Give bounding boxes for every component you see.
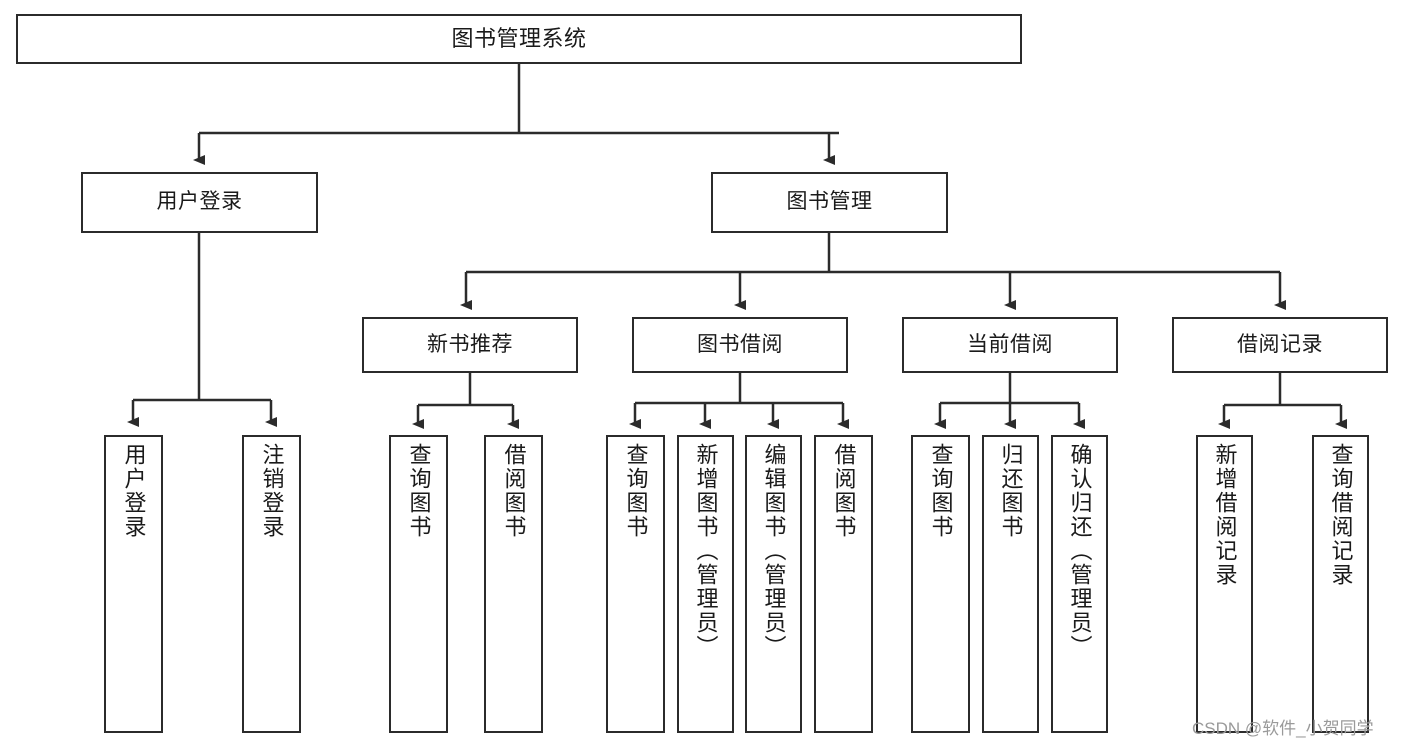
leaf-new-book-query-book[interactable]: 查询图书 bbox=[389, 435, 448, 733]
node-label: 图书管理 bbox=[786, 190, 873, 214]
node-label: 借阅图书 bbox=[831, 443, 857, 539]
node-borrow-record[interactable]: 借阅记录 bbox=[1172, 317, 1388, 373]
leaf-new-book-borrow-book[interactable]: 借阅图书 bbox=[484, 435, 543, 733]
node-label: 注销登录 bbox=[259, 443, 285, 539]
node-label: 新增图书（管理员） bbox=[693, 443, 719, 659]
leaf-current-borrow-query-book[interactable]: 查询图书 bbox=[911, 435, 970, 733]
node-label: 用户登录 bbox=[121, 443, 147, 539]
node-label: 用户登录 bbox=[156, 190, 243, 214]
node-book-borrow[interactable]: 图书借阅 bbox=[632, 317, 848, 373]
leaf-borrow-record-query-record[interactable]: 查询借阅记录 bbox=[1312, 435, 1369, 733]
node-label: 查询图书 bbox=[406, 443, 432, 539]
leaf-book-borrow-add-book-admin[interactable]: 新增图书（管理员） bbox=[677, 435, 734, 733]
leaf-book-borrow-borrow-book[interactable]: 借阅图书 bbox=[814, 435, 873, 733]
node-label: 查询图书 bbox=[623, 443, 649, 539]
csdn-watermark: CSDN @软件_小贺同学 bbox=[1192, 719, 1374, 738]
leaf-current-borrow-confirm-return-admin[interactable]: 确认归还（管理员） bbox=[1051, 435, 1108, 733]
leaf-book-borrow-query-book[interactable]: 查询图书 bbox=[606, 435, 665, 733]
node-new-book-recommend[interactable]: 新书推荐 bbox=[362, 317, 578, 373]
node-user-login[interactable]: 用户登录 bbox=[81, 172, 318, 233]
node-book-management[interactable]: 图书管理 bbox=[711, 172, 948, 233]
node-root-book-management-system[interactable]: 图书管理系统 bbox=[16, 14, 1022, 64]
node-label: 当前借阅 bbox=[967, 332, 1053, 356]
leaf-user-login-login[interactable]: 用户登录 bbox=[104, 435, 163, 733]
node-label: 查询图书 bbox=[928, 443, 954, 539]
node-label: 新增借阅记录 bbox=[1212, 443, 1238, 587]
node-label: 借阅图书 bbox=[501, 443, 527, 539]
leaf-book-borrow-edit-book-admin[interactable]: 编辑图书（管理员） bbox=[745, 435, 802, 733]
leaf-user-login-logout[interactable]: 注销登录 bbox=[242, 435, 301, 733]
leaf-current-borrow-return-book[interactable]: 归还图书 bbox=[982, 435, 1039, 733]
leaf-borrow-record-add-record[interactable]: 新增借阅记录 bbox=[1196, 435, 1253, 733]
node-current-borrow[interactable]: 当前借阅 bbox=[902, 317, 1118, 373]
node-label: 图书管理系统 bbox=[451, 26, 587, 52]
node-label: 图书借阅 bbox=[697, 332, 783, 356]
node-label: 新书推荐 bbox=[427, 332, 513, 356]
node-label: 编辑图书（管理员） bbox=[761, 443, 787, 659]
node-label: 归还图书 bbox=[998, 443, 1024, 539]
node-label: 查询借阅记录 bbox=[1328, 443, 1354, 587]
node-label: 确认归还（管理员） bbox=[1067, 443, 1093, 659]
node-label: 借阅记录 bbox=[1237, 332, 1323, 356]
